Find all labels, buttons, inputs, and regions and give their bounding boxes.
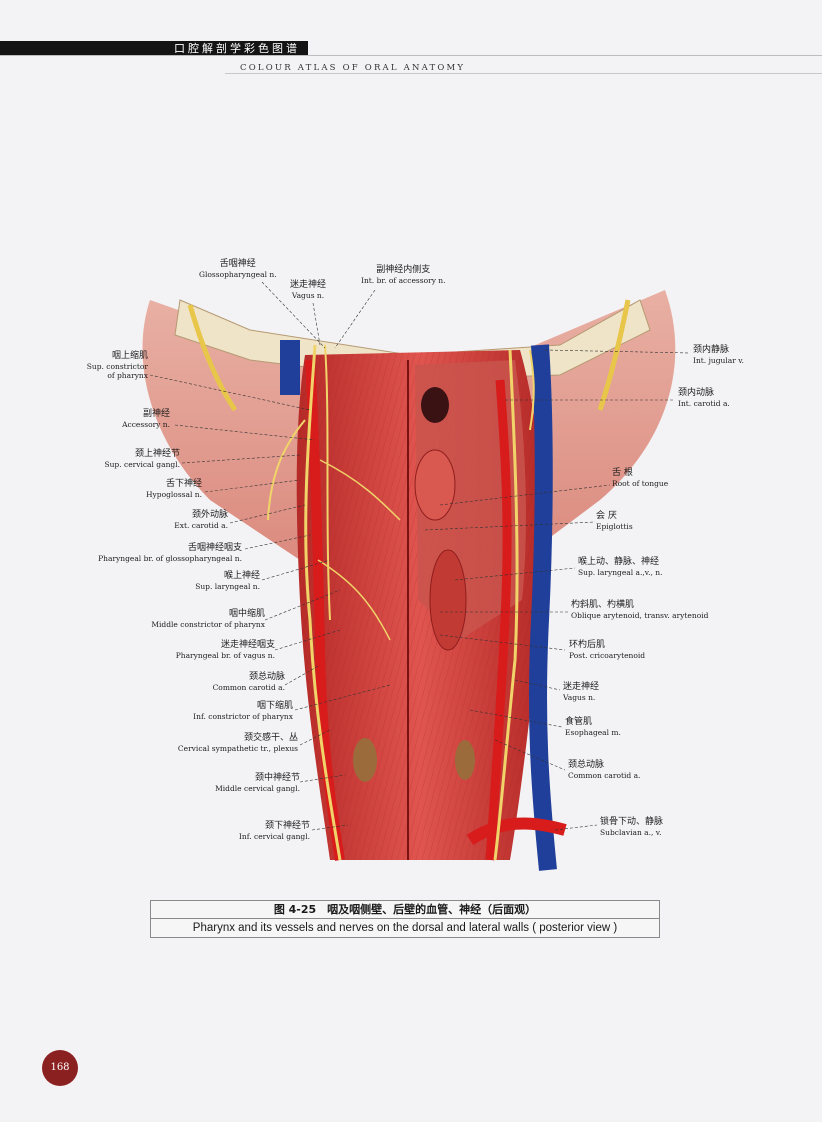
- book-title-english: COLOUR ATLAS OF ORAL ANATOMY: [240, 63, 466, 73]
- page-number: 168: [42, 1050, 78, 1086]
- figure-caption: 图 4-25 咽及咽侧壁、后壁的血管、神经（后面观） Pharynx and i…: [150, 900, 660, 938]
- book-title-bar: 口腔解剖学彩色图谱: [0, 41, 308, 56]
- header-rule: [0, 55, 822, 56]
- caption-chinese: 图 4-25 咽及咽侧壁、后壁的血管、神经（后面观）: [151, 901, 659, 919]
- header-sub-rule: [225, 73, 822, 74]
- caption-english: Pharynx and its vessels and nerves on th…: [192, 922, 618, 934]
